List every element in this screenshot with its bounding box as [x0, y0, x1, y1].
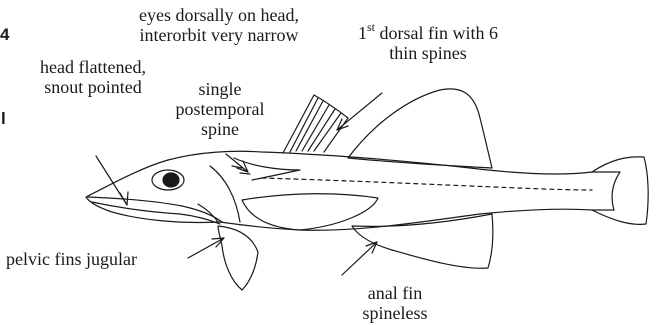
caudal-fin: [592, 157, 648, 225]
label-eyes-line2: interorbit very narrow: [112, 25, 326, 45]
label-dorsal-prefix: 1: [358, 23, 367, 43]
label-dorsal-rest: dorsal fin with 6: [375, 23, 498, 43]
pupil: [163, 173, 179, 187]
label-eyes-line1: eyes dorsally on head,: [112, 5, 326, 25]
label-postemporal-line3: spine: [160, 119, 280, 139]
pelvic-arrow: [188, 238, 224, 258]
postemporal-arrow: [226, 154, 248, 172]
operculum: [210, 166, 240, 222]
lateral-line: [262, 178, 592, 190]
label-anal-line1: anal fin: [340, 283, 450, 303]
first-dorsal-fin: [283, 95, 348, 153]
label-postemporal-line2: postemporal: [160, 99, 280, 119]
label-pelvic: pelvic fins jugular: [6, 249, 182, 269]
label-postemporal-line1: single: [160, 79, 280, 99]
label-anal-line2: spineless: [340, 303, 450, 323]
fish-body: [86, 151, 620, 230]
pectoral-fin: [242, 194, 378, 230]
edge-mark-top: 4: [0, 26, 9, 44]
label-eyes: eyes dorsally on head, interorbit very n…: [112, 5, 326, 45]
label-head-line1: head flattened,: [18, 57, 168, 77]
second-dorsal-fin: [348, 89, 492, 168]
label-postemporal: single postemporal spine: [160, 79, 280, 139]
label-dorsal-line2: thin spines: [336, 43, 520, 63]
label-first-dorsal-fin: 1st dorsal fin with 6 thin spines: [336, 23, 520, 63]
label-dorsal-superscript: st: [367, 20, 375, 34]
label-head-line2: snout pointed: [18, 77, 168, 97]
edge-mark-mid: l: [1, 110, 6, 128]
label-anal: anal fin spineless: [340, 283, 450, 323]
anal-arrow: [342, 242, 377, 275]
dorsal-arrow: [337, 93, 382, 130]
label-head: head flattened, snout pointed: [18, 57, 168, 97]
label-dorsal-line1: 1st dorsal fin with 6: [336, 23, 520, 43]
pelvic-fin: [218, 226, 258, 290]
